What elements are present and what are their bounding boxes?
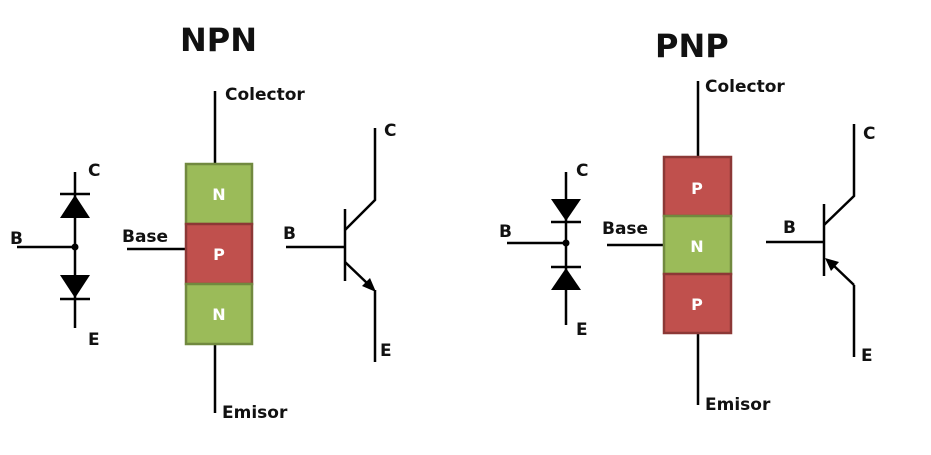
pnp-section: PNP C B E P N P Colector [499, 27, 875, 415]
npn-structure: N P N Colector Base Emisor [122, 85, 305, 423]
npn-symbol-label-b: B [283, 224, 296, 244]
pnp-diode-label-b: B [499, 222, 512, 242]
npn-lower-diode-icon [60, 275, 90, 298]
pnp-layer-base-label: N [690, 237, 703, 256]
npn-symbol-collector-wire [344, 128, 377, 231]
npn-title: NPN [180, 21, 257, 59]
pnp-diode-label-c: C [576, 161, 588, 181]
pnp-diode-model: C B E [499, 161, 588, 340]
npn-symbol-label-e: E [380, 341, 392, 361]
pnp-symbol-label-b: B [783, 218, 796, 238]
npn-label-emitter: Emisor [222, 403, 288, 423]
npn-symbol-emitter-lead [344, 261, 369, 285]
npn-layer-emitter-label: N [212, 305, 225, 324]
pnp-lower-diode-icon [551, 268, 581, 290]
npn-symbol-label-c: C [384, 121, 396, 141]
npn-layer-base-label: P [213, 245, 225, 264]
pnp-symbol: C B E [766, 124, 875, 366]
pnp-layer-emitter [662, 272, 733, 335]
pnp-diode-junction-dot [562, 239, 570, 247]
npn-label-base: Base [122, 227, 168, 247]
pnp-emitter-arrow-icon [825, 258, 839, 271]
npn-layer-emitter [184, 282, 254, 346]
pnp-symbol-label-e: E [861, 346, 873, 366]
pnp-structure: P N P Colector Base Emisor [602, 77, 785, 415]
pnp-label-emitter: Emisor [705, 395, 771, 415]
pnp-label-base: Base [602, 219, 648, 239]
pnp-layer-emitter-label: P [691, 295, 703, 314]
npn-diode-model: C B E [10, 161, 100, 350]
pnp-symbol-label-c: C [863, 124, 875, 144]
pnp-upper-diode-icon [551, 199, 581, 221]
npn-diode-label-b: B [10, 229, 23, 249]
npn-layer-base [184, 222, 254, 286]
npn-section: NPN C B E N P N Colector [10, 21, 396, 423]
pnp-symbol-collector-wire [823, 124, 856, 226]
npn-diode-label-c: C [88, 161, 100, 181]
npn-layer-collector-label: N [212, 185, 225, 204]
npn-diode-label-e: E [88, 330, 100, 350]
npn-diode-junction-dot [71, 243, 79, 251]
pnp-layer-collector-label: P [691, 179, 703, 198]
pnp-symbol-emitter-lead [831, 263, 855, 286]
npn-label-collector: Colector [225, 85, 305, 105]
npn-symbol: C B E [283, 121, 396, 362]
pnp-layer-base [662, 214, 733, 276]
npn-upper-diode-icon [60, 195, 90, 218]
npn-emitter-arrow-icon [362, 278, 376, 292]
pnp-diode-label-e: E [576, 320, 588, 340]
pnp-label-collector: Colector [705, 77, 785, 97]
pnp-title: PNP [655, 27, 729, 65]
